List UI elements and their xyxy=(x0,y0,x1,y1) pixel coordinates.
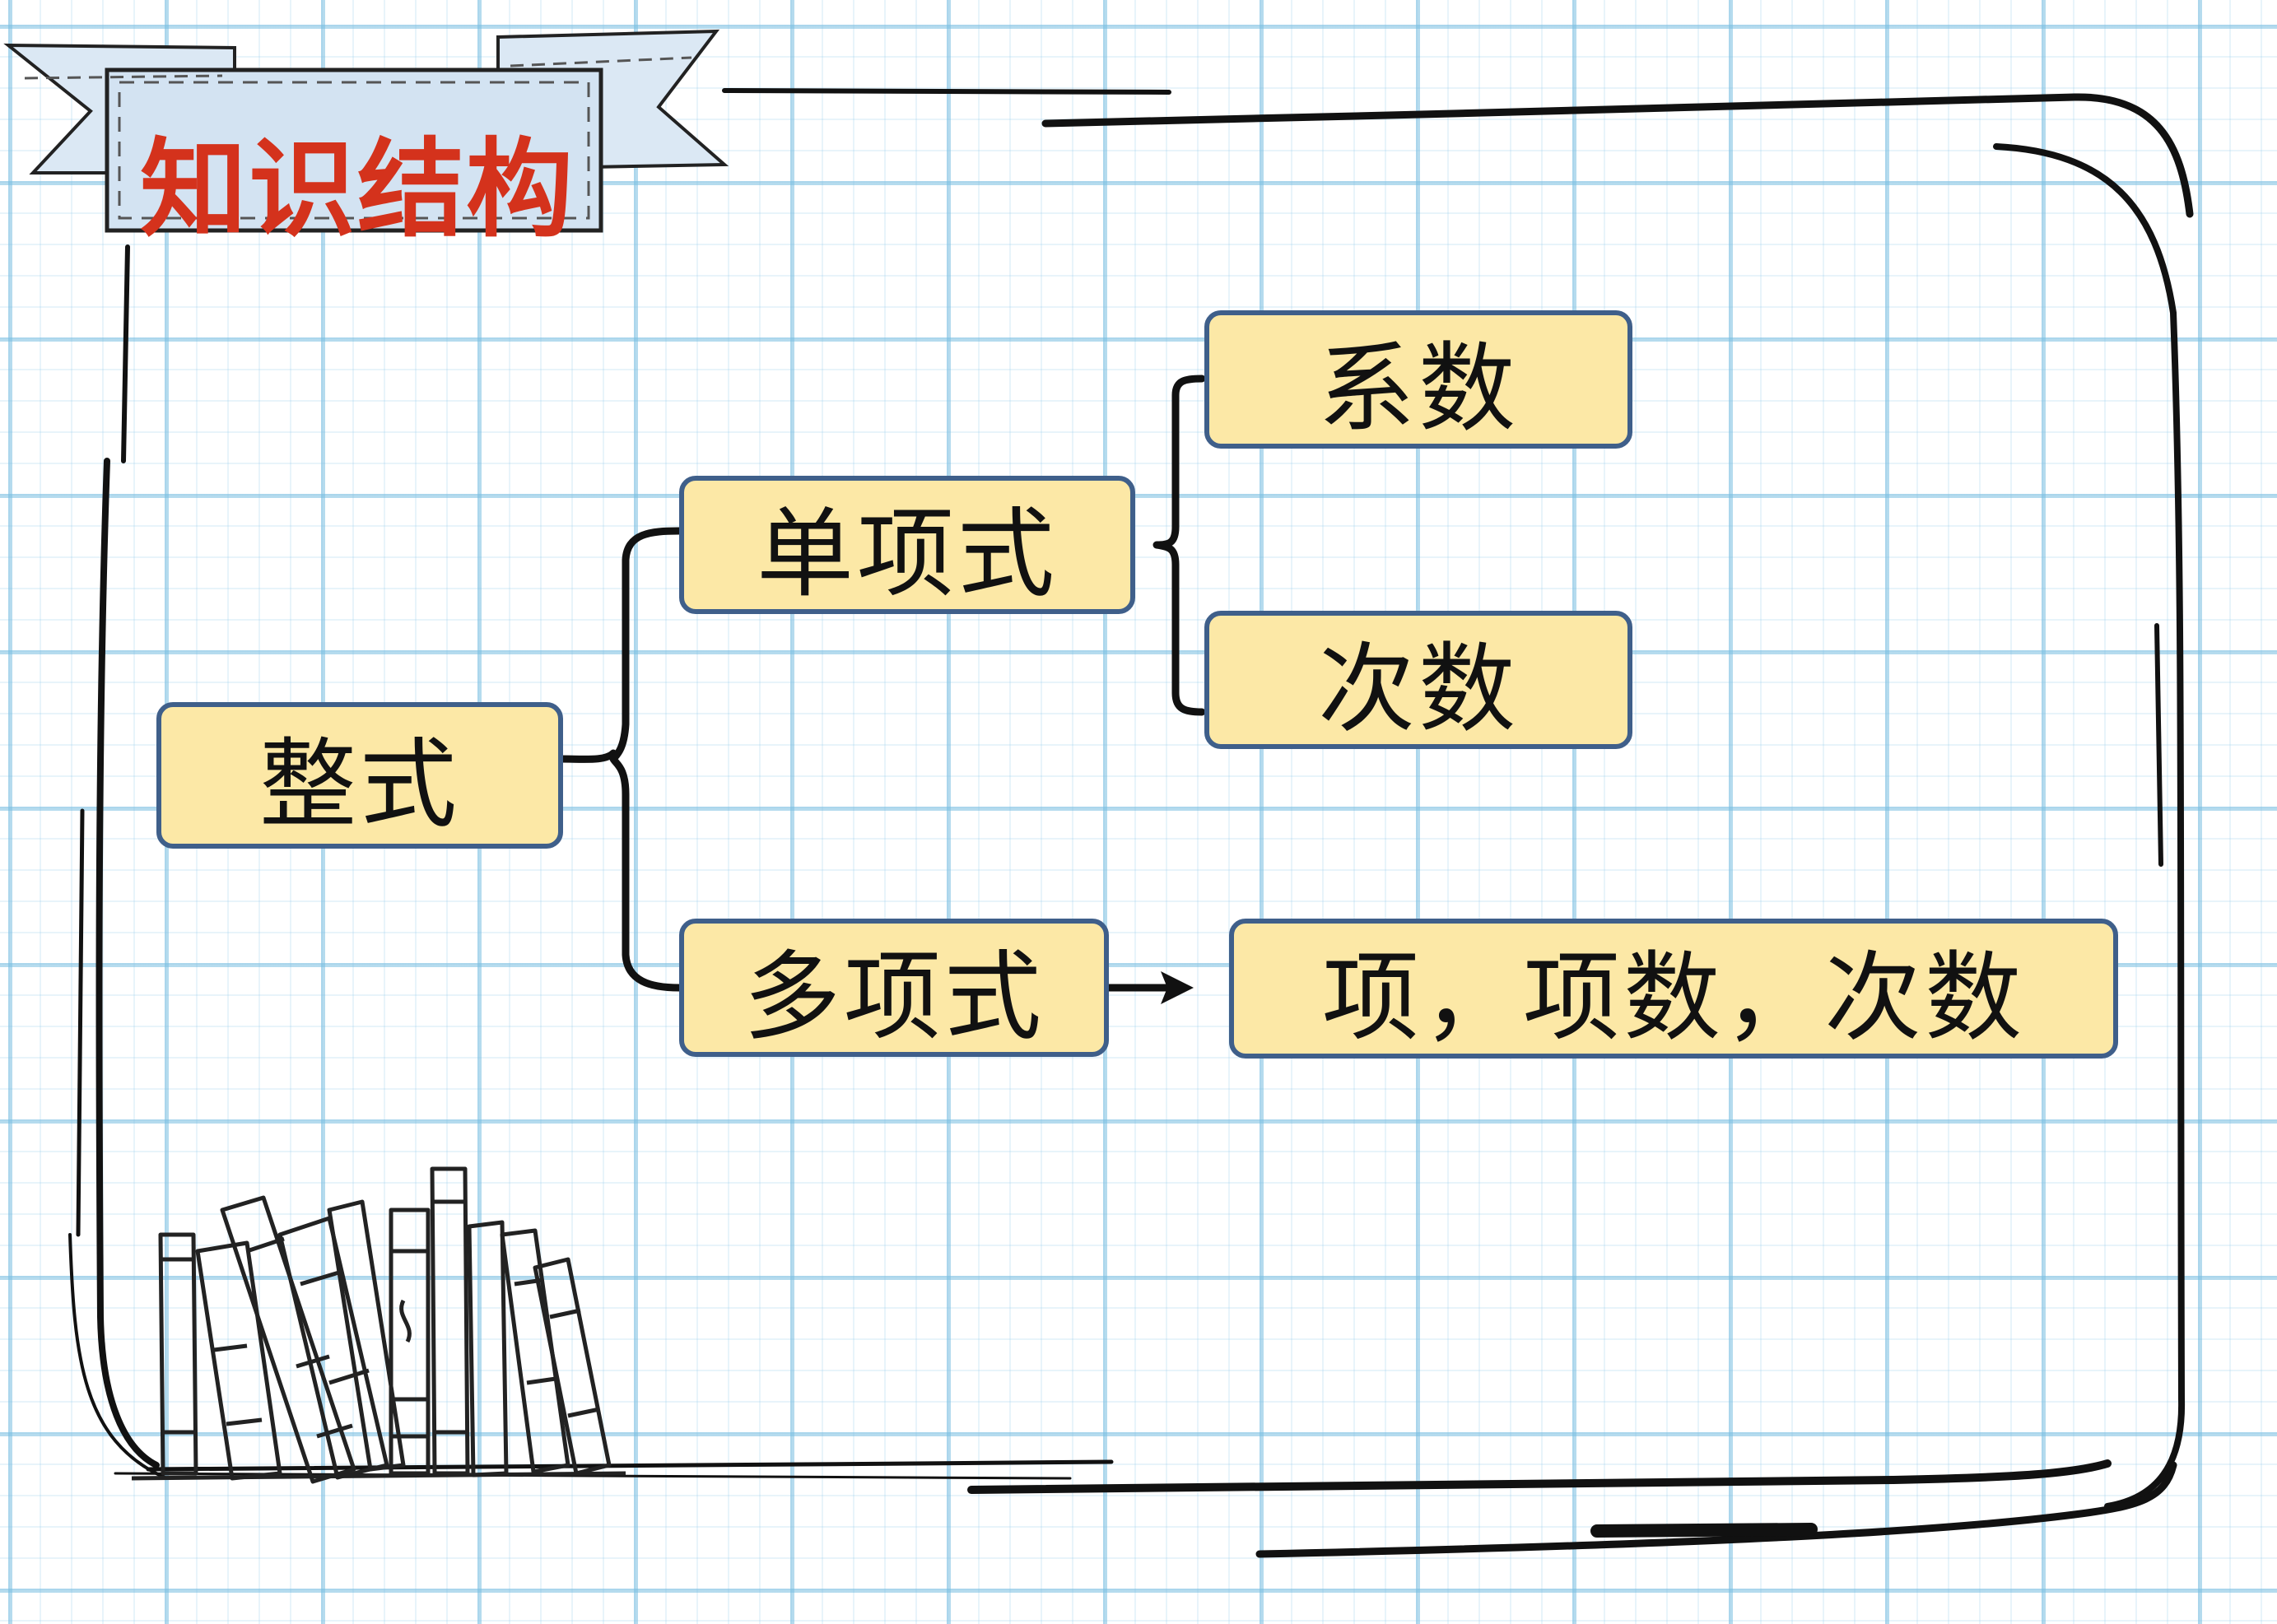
arrow-head xyxy=(1161,971,1194,1004)
node-polynomial-terms: 项，项数，次数 xyxy=(1229,919,2118,1059)
banner-title: 知识结构 xyxy=(140,127,575,252)
node-root-integral-expression: 整式 xyxy=(156,702,563,849)
node-degree: 次数 xyxy=(1204,611,1632,749)
node-monomial: 单项式 xyxy=(679,476,1135,614)
books-sketch xyxy=(131,1166,626,1484)
node-coefficient: 系数 xyxy=(1204,310,1632,449)
tree-connectors xyxy=(556,375,1206,992)
node-polynomial: 多项式 xyxy=(679,919,1109,1057)
banner-ribbon xyxy=(3,29,729,233)
